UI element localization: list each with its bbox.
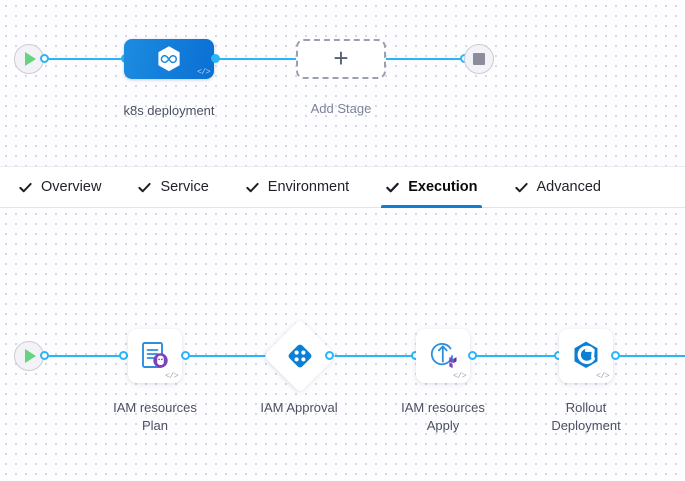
port-stage-out[interactable] <box>211 54 220 63</box>
port-plan-in[interactable] <box>119 351 128 360</box>
wire-plan-to-approval <box>186 355 272 357</box>
step-code-badge: </> <box>596 372 609 381</box>
wire-start-to-stage <box>44 58 126 60</box>
step-label-iam-resources-plan: IAM resources Plan <box>113 400 197 433</box>
step-code-badge: </> <box>453 372 466 381</box>
tab-label-execution: Execution <box>408 179 478 195</box>
port-approval-out[interactable] <box>325 351 334 360</box>
tab-label-environment: Environment <box>267 179 350 195</box>
tab-label-overview: Overview <box>41 179 102 195</box>
stage-graph-canvas[interactable]: </> k8s deployment + Add Stage <box>0 0 685 166</box>
step-code-badge: </> <box>165 372 178 381</box>
play-icon <box>25 52 36 66</box>
plus-icon: + <box>333 43 349 73</box>
check-icon <box>386 182 399 192</box>
add-stage-button[interactable]: + <box>296 39 386 79</box>
check-icon <box>514 182 528 192</box>
stage-code-badge: </> <box>197 68 210 77</box>
add-stage-label: Add Stage <box>310 101 372 116</box>
port-start-out[interactable] <box>40 54 49 63</box>
step-label-rollout-deployment: Rollout Deployment <box>551 400 621 433</box>
harness-hexagon-icon <box>158 46 180 72</box>
approval-diamond-icon <box>288 344 312 368</box>
stage-card-k8s-deployment[interactable]: </> <box>124 39 214 79</box>
wire-rollout-to-next <box>618 355 685 357</box>
tab-label-advanced: Advanced <box>536 179 602 195</box>
tab-overview[interactable]: Overview <box>0 167 119 207</box>
play-icon <box>25 349 36 363</box>
tab-label-service: Service <box>160 179 209 195</box>
approval-icon-wrap <box>274 330 326 382</box>
wire-apply-to-rollout <box>473 355 559 357</box>
execution-graph-canvas[interactable]: </> IAM resources Plan IAM Approval <box>0 208 685 481</box>
tab-advanced[interactable]: Advanced <box>496 167 620 207</box>
kubernetes-rollout-icon <box>574 341 598 368</box>
port-exec-start-out[interactable] <box>40 351 49 360</box>
check-icon <box>19 182 32 192</box>
step-card-rollout-deployment[interactable]: </> <box>559 329 613 383</box>
wire-addstage-to-end <box>378 58 464 60</box>
port-rollout-out[interactable] <box>611 351 620 360</box>
stage-tab-bar[interactable]: Overview Service Environment Execution A <box>0 166 685 208</box>
pipeline-end-node[interactable] <box>464 44 494 74</box>
step-card-iam-resources-plan[interactable]: </> <box>128 329 182 383</box>
wire-exec-start-to-plan <box>44 355 136 357</box>
tab-environment[interactable]: Environment <box>227 167 367 207</box>
pipeline-start-node[interactable] <box>14 44 44 74</box>
port-apply-out[interactable] <box>468 351 477 360</box>
tab-execution[interactable]: Execution <box>367 167 495 208</box>
port-plan-out[interactable] <box>181 351 190 360</box>
terraform-apply-icon <box>430 343 457 369</box>
tab-service[interactable]: Service <box>119 167 226 207</box>
step-label-iam-approval: IAM Approval <box>260 400 338 415</box>
step-card-iam-resources-apply[interactable]: </> <box>416 329 470 383</box>
check-icon <box>246 182 259 192</box>
wire-approval-to-apply <box>330 355 416 357</box>
wire-stage-to-addstage <box>216 58 300 60</box>
check-icon <box>138 182 152 192</box>
step-label-iam-resources-apply: IAM resources Apply <box>401 400 485 433</box>
stop-icon <box>473 53 485 65</box>
terraform-plan-icon <box>142 342 168 368</box>
stage-label-k8s-deployment: k8s deployment <box>123 103 215 118</box>
execution-start-node[interactable] <box>14 341 44 371</box>
